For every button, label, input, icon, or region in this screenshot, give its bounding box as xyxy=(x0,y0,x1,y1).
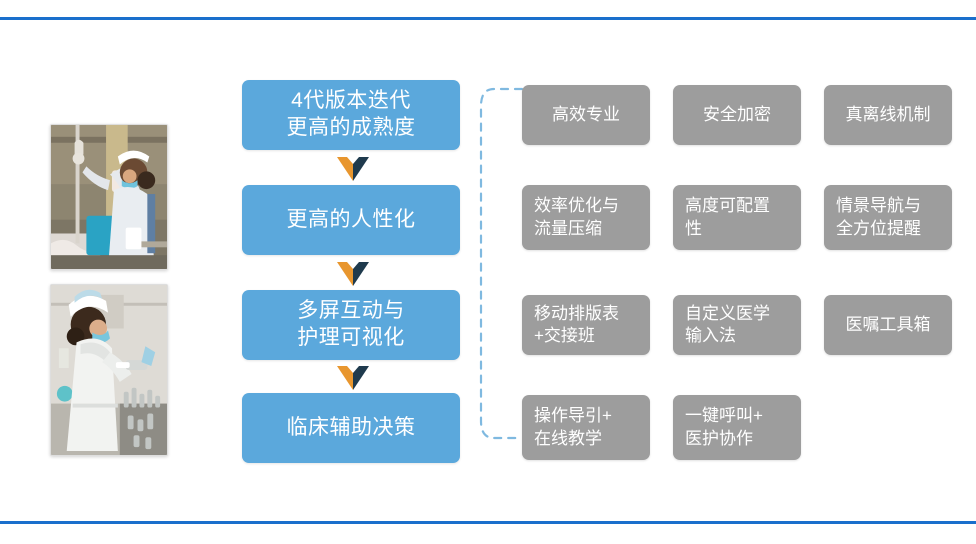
feature-box-r3c1[interactable]: 移动排版表 +交接班 xyxy=(522,295,650,355)
dashed-bracket-connector xyxy=(478,86,524,441)
feature-box-r1c3[interactable]: 真离线机制 xyxy=(824,85,952,145)
top-divider-rule xyxy=(0,17,976,20)
feature-box-r2c2[interactable]: 高度可配置 性 xyxy=(673,185,801,250)
photo-nurse-scanning-iv xyxy=(50,124,168,270)
feature-box-r2c1[interactable]: 效率优化与 流量压缩 xyxy=(522,185,650,250)
photo-1-image xyxy=(51,125,167,269)
flow-step-1[interactable]: 4代版本迭代 更高的成熟度 xyxy=(242,80,460,150)
chevron-down-icon-1 xyxy=(335,155,371,181)
flow-step-3[interactable]: 多屏互动与 护理可视化 xyxy=(242,290,460,360)
bottom-divider-rule xyxy=(0,521,976,524)
photo-2-image xyxy=(51,285,167,455)
photo-nurse-preparing-medication xyxy=(50,284,168,456)
feature-box-r4c2[interactable]: 一键呼叫+ 医护协作 xyxy=(673,395,801,460)
flow-step-4[interactable]: 临床辅助决策 xyxy=(242,393,460,463)
flow-step-2[interactable]: 更高的人性化 xyxy=(242,185,460,255)
feature-box-r4c1[interactable]: 操作导引+ 在线教学 xyxy=(522,395,650,460)
feature-box-r3c3[interactable]: 医嘱工具箱 xyxy=(824,295,952,355)
feature-box-r3c2[interactable]: 自定义医学 输入法 xyxy=(673,295,801,355)
feature-box-r1c1[interactable]: 高效专业 xyxy=(522,85,650,145)
feature-box-r2c3[interactable]: 情景导航与 全方位提醒 xyxy=(824,185,952,250)
chevron-down-icon-2 xyxy=(335,260,371,286)
chevron-down-icon-3 xyxy=(335,364,371,390)
feature-box-r1c2[interactable]: 安全加密 xyxy=(673,85,801,145)
